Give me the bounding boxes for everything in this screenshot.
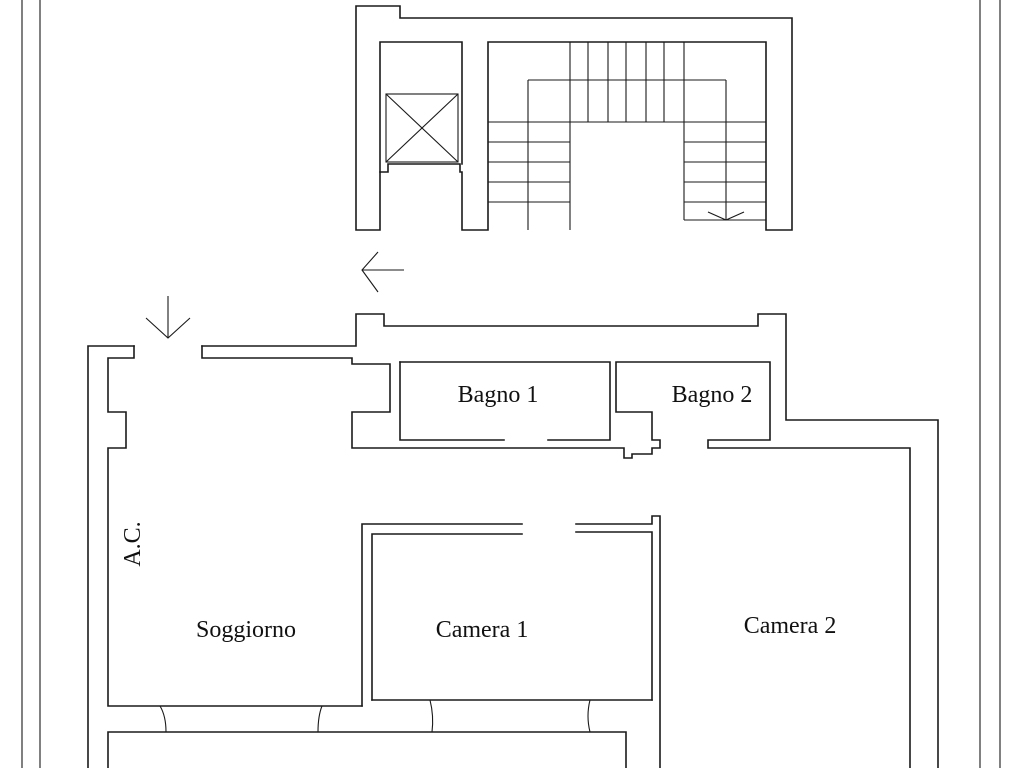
apartment-walls [87, 313, 939, 768]
room-label-camera1: Camera 1 [436, 617, 529, 643]
arrow-down-icon [145, 296, 191, 339]
stair-flights [488, 42, 766, 230]
lift-shaft [385, 93, 459, 163]
stair-direction-arrow-icon [707, 211, 745, 221]
room-label-camera2: Camera 2 [744, 613, 837, 639]
room-label-bagno1: Bagno 1 [458, 382, 539, 408]
room-label-bagno2: Bagno 2 [672, 382, 753, 408]
room-label-soggiorno: Soggiorno [196, 617, 296, 643]
property-border [21, 0, 1001, 768]
ac-annotation: A.C. [120, 521, 146, 566]
stairwell-block [355, 5, 793, 231]
arrow-left-icon [361, 251, 404, 293]
